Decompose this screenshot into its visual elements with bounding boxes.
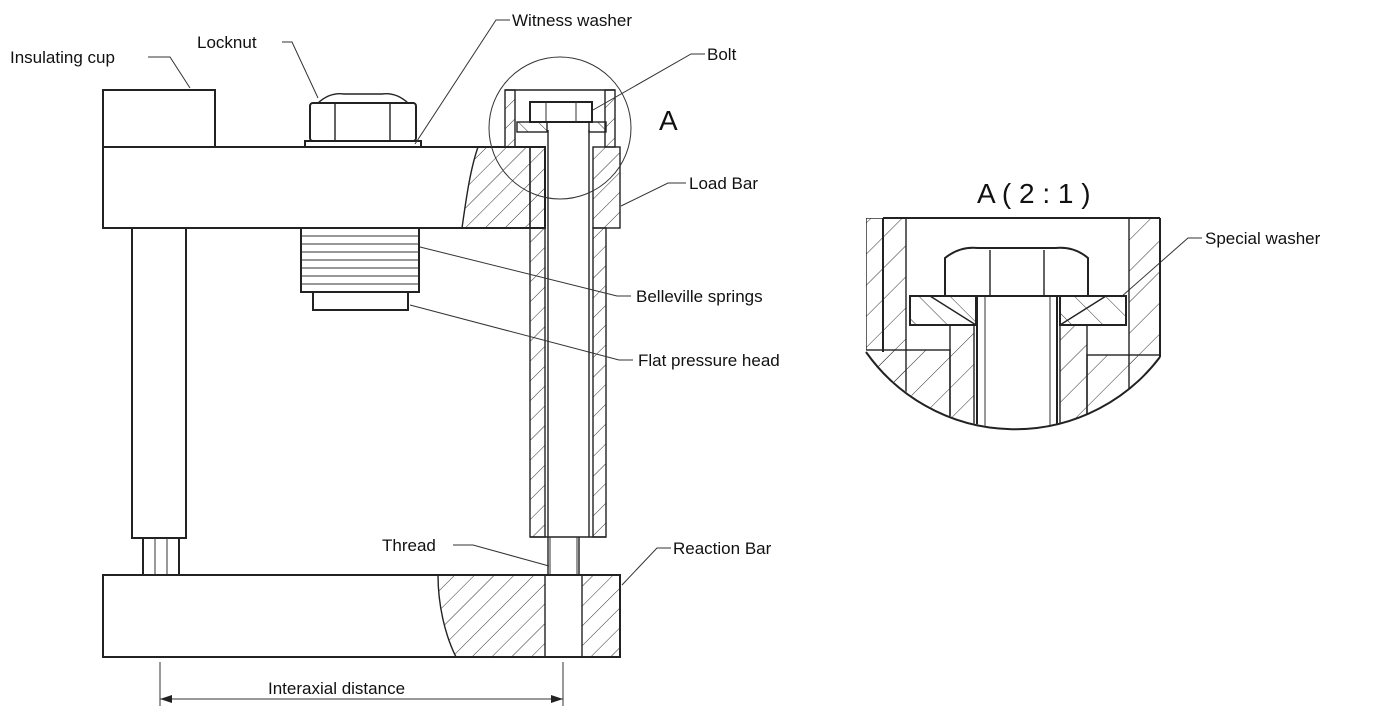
detail-view-a [865, 217, 1161, 431]
label-interaxial-distance: Interaxial distance [268, 679, 405, 698]
label-flat-pressure-head: Flat pressure head [638, 351, 780, 370]
belleville-springs [300, 227, 420, 293]
label-belleville-springs: Belleville springs [636, 287, 763, 306]
bolt-head [516, 101, 607, 133]
label-bolt: Bolt [707, 45, 737, 64]
load-bar [102, 146, 621, 229]
label-locknut: Locknut [197, 33, 257, 52]
insulating-cup [102, 89, 216, 148]
support-column [131, 227, 187, 576]
label-load-bar: Load Bar [689, 174, 758, 193]
label-special-washer: Special washer [1205, 229, 1321, 248]
label-detail-marker: A [659, 105, 678, 136]
locknut [304, 93, 422, 148]
interaxial-dimension [159, 662, 564, 706]
bolt-tube [504, 89, 616, 656]
leader-lines [148, 19, 1202, 586]
label-detail-title: A ( 2 : 1 ) [977, 178, 1091, 209]
reaction-bar [102, 574, 621, 658]
flat-pressure-head [312, 291, 409, 311]
label-thread: Thread [382, 536, 436, 555]
label-witness-washer: Witness washer [512, 11, 632, 30]
detail-circle-a [488, 56, 632, 200]
label-insulating-cup: Insulating cup [10, 48, 115, 67]
label-reaction-bar: Reaction Bar [673, 539, 772, 558]
